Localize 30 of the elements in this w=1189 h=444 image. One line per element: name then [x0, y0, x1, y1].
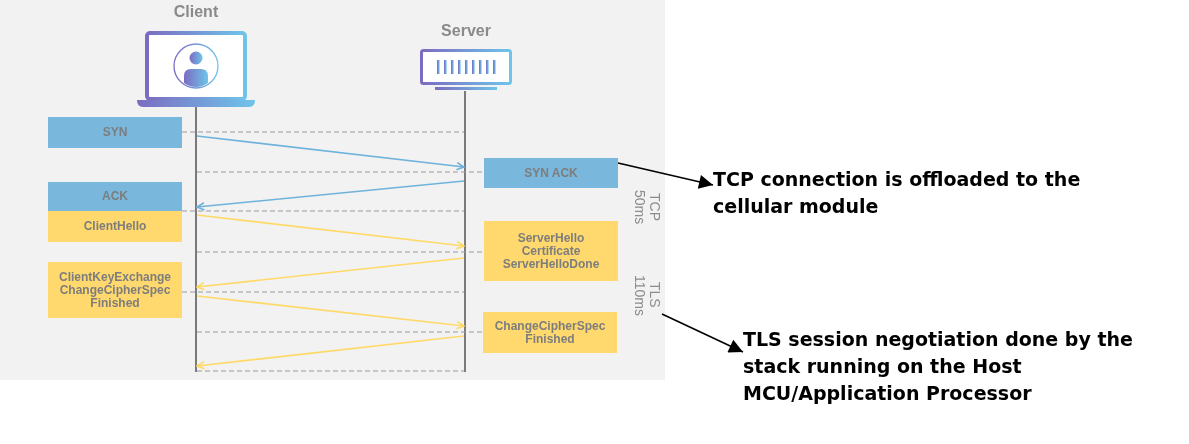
- duration-label: TLS 110ms: [632, 272, 662, 318]
- message-box: ClientKeyExchange ChangeCipherSpec Finished: [48, 262, 182, 318]
- dashed-guide-line: [196, 370, 465, 372]
- lifeline: [195, 107, 197, 372]
- dashed-guide-line: [181, 131, 465, 133]
- message-box: ClientHello: [48, 211, 182, 242]
- message-arrow: [196, 335, 465, 370]
- message-arrow: [196, 295, 465, 330]
- message-box: SYN: [48, 117, 182, 148]
- annotation-text: TLS session negotiation done by the stack running on the Host MCU/Application Processor: [743, 326, 1183, 410]
- message-box: SYN ACK: [484, 158, 618, 188]
- leader-arrow: [617, 162, 714, 189]
- message-arrow: [196, 180, 465, 211]
- annotation-text: TCP connection is offloaded to the cellular module: [713, 166, 1153, 222]
- lifeline: [464, 91, 466, 372]
- message-box: ChangeCipherSpec Finished: [483, 312, 617, 353]
- message-arrow: [196, 214, 465, 250]
- participant-label: Server: [440, 21, 492, 41]
- dashed-guide-line: [181, 210, 465, 212]
- message-box: ServerHello Certificate ServerHelloDone: [484, 221, 618, 281]
- message-arrow: [196, 135, 465, 171]
- dashed-guide-line: [196, 251, 485, 253]
- message-box: ACK: [48, 182, 182, 211]
- leader-arrow: [661, 313, 744, 353]
- dashed-guide-line: [196, 331, 484, 333]
- dashed-guide-line: [196, 171, 485, 173]
- duration-label: TCP 50ms: [632, 188, 662, 227]
- message-arrow: [196, 257, 465, 291]
- dashed-guide-line: [181, 291, 465, 293]
- participant-label: Client: [172, 2, 220, 22]
